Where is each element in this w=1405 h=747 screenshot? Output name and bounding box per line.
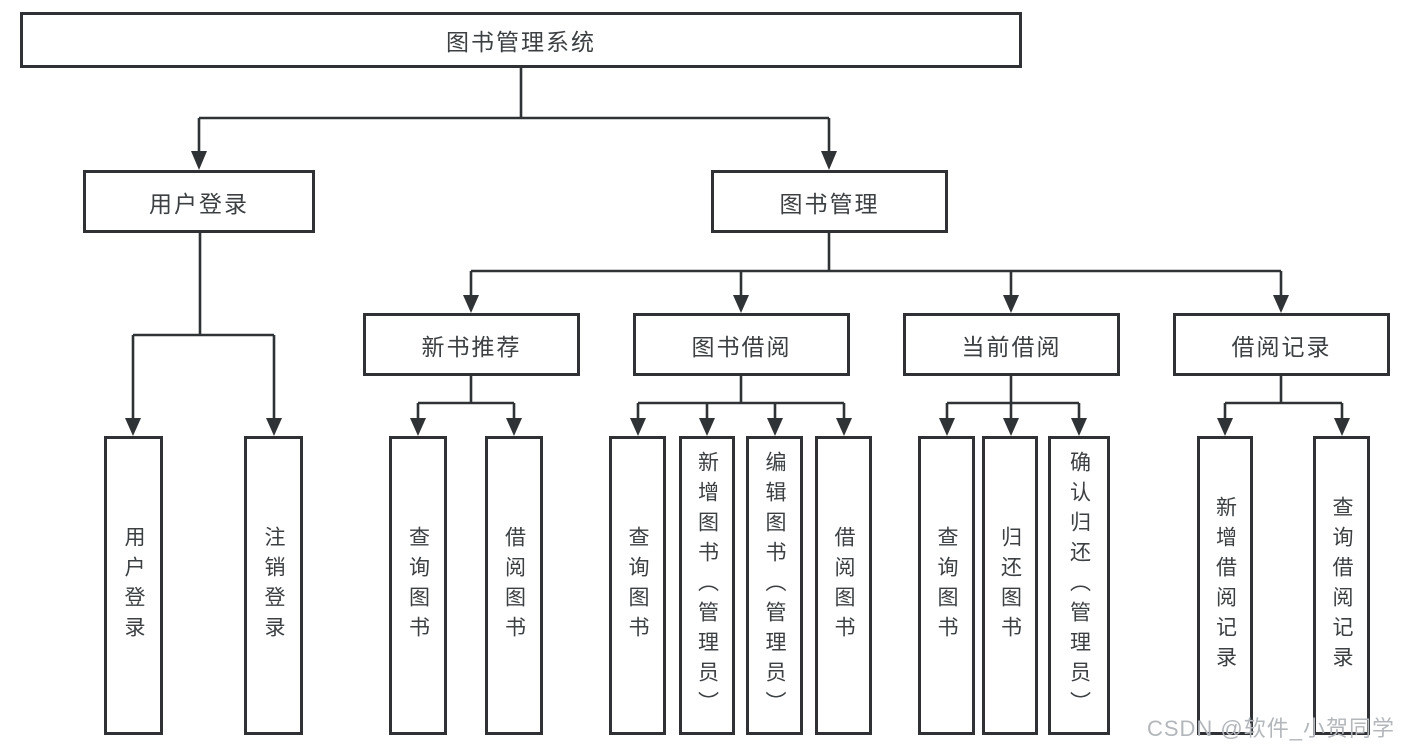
node-borrow-record: 借阅记录 bbox=[1173, 313, 1390, 376]
leaf-bb-add-books-admin: 新增图书（管理员） bbox=[679, 436, 735, 735]
connector-current-borrow-to-leaves bbox=[939, 376, 1087, 436]
connector-book-mgmt-to-level3 bbox=[463, 233, 1289, 313]
node-borrow-record-label: 借阅记录 bbox=[1231, 333, 1332, 360]
node-book-borrow-label: 图书借阅 bbox=[691, 333, 792, 360]
leaf-cb-confirm-return-admin: 确认归还（管理员） bbox=[1048, 436, 1110, 735]
node-book-mgmt-label: 图书管理 bbox=[779, 190, 880, 217]
connector-book-borrow-to-leaves bbox=[630, 376, 852, 436]
node-current-borrow-label: 当前借阅 bbox=[961, 333, 1062, 360]
leaf-nbr-borrow-books: 借阅图书 bbox=[485, 436, 543, 735]
node-book-mgmt: 图书管理 bbox=[711, 170, 948, 233]
csdn-watermark: CSDN @软件_小贺同学 bbox=[1146, 716, 1395, 741]
node-new-book-rec-label: 新书推荐 bbox=[421, 333, 522, 360]
connector-root-to-level2 bbox=[191, 68, 837, 170]
leaf-user-login-label: 用户登录 bbox=[122, 525, 145, 646]
connector-user-login-to-leaves bbox=[125, 233, 282, 436]
leaf-br-add-record: 新增借阅记录 bbox=[1197, 436, 1253, 735]
leaf-bb-borrow-books-label: 借阅图书 bbox=[832, 525, 855, 646]
leaf-bb-edit-books-admin: 编辑图书（管理员） bbox=[746, 436, 803, 735]
leaf-br-query-record: 查询借阅记录 bbox=[1313, 436, 1370, 735]
leaf-br-add-record-label: 新增借阅记录 bbox=[1213, 495, 1237, 676]
leaf-cb-confirm-return-admin-label: 确认归还（管理员） bbox=[1067, 450, 1091, 721]
leaf-nbr-borrow-books-label: 借阅图书 bbox=[502, 525, 526, 646]
node-current-borrow: 当前借阅 bbox=[903, 313, 1120, 376]
node-book-borrow: 图书借阅 bbox=[633, 313, 850, 376]
leaf-logout-label: 注销登录 bbox=[262, 525, 285, 646]
leaf-br-query-record-label: 查询借阅记录 bbox=[1330, 495, 1353, 676]
leaf-bb-borrow-books: 借阅图书 bbox=[815, 436, 872, 735]
leaf-nbr-query-books: 查询图书 bbox=[389, 436, 447, 735]
leaf-bb-query-books: 查询图书 bbox=[609, 436, 666, 735]
leaf-bb-add-books-admin-label: 新增图书（管理员） bbox=[695, 450, 719, 721]
node-root-system: 图书管理系统 bbox=[20, 12, 1022, 68]
leaf-bb-edit-books-admin-label: 编辑图书（管理员） bbox=[763, 450, 786, 721]
connector-new-book-rec-to-leaves bbox=[410, 376, 522, 436]
connector-borrow-record-to-leaves bbox=[1217, 376, 1350, 436]
node-new-book-rec: 新书推荐 bbox=[363, 313, 580, 376]
leaf-nbr-query-books-label: 查询图书 bbox=[406, 525, 430, 646]
node-user-login-label: 用户登录 bbox=[149, 190, 249, 217]
leaf-cb-return-books-label: 归还图书 bbox=[998, 525, 1022, 646]
node-root-label: 图书管理系统 bbox=[446, 29, 596, 55]
leaf-cb-return-books: 归还图书 bbox=[982, 436, 1038, 735]
node-user-login: 用户登录 bbox=[83, 170, 315, 233]
leaf-user-login: 用户登录 bbox=[104, 436, 163, 735]
leaf-bb-query-books-label: 查询图书 bbox=[626, 525, 649, 646]
leaf-cb-query-books: 查询图书 bbox=[918, 436, 975, 735]
leaf-cb-query-books-label: 查询图书 bbox=[935, 525, 958, 646]
leaf-logout: 注销登录 bbox=[244, 436, 303, 735]
